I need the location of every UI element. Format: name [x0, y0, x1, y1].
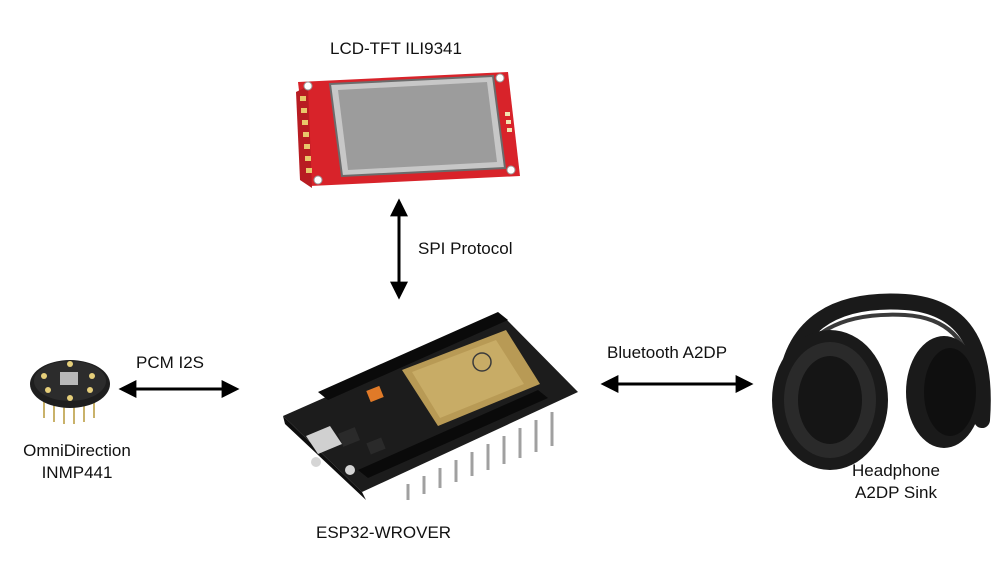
mic-label-line1: OmniDirection [23, 441, 131, 460]
bluetooth-label: Bluetooth A2DP [607, 343, 728, 362]
esp32-label: ESP32-WROVER [316, 523, 452, 542]
mic-label: OmniDirection INMP441 [18, 440, 136, 484]
pcm-label: PCM I2S [136, 353, 205, 372]
headphone-image [772, 293, 991, 470]
microphone-image [30, 360, 110, 424]
mic-label-line2: INMP441 [41, 463, 113, 482]
headphone-label: Headphone A2DP Sink [834, 460, 958, 504]
spi-label: SPI Protocol [418, 239, 513, 258]
headphone-label-line1: Headphone [852, 461, 940, 480]
esp32-board-image [283, 312, 578, 500]
lcd-display-image [296, 72, 520, 188]
lcd-label: LCD-TFT ILI9341 [330, 39, 462, 58]
headphone-label-line2: A2DP Sink [855, 483, 937, 502]
